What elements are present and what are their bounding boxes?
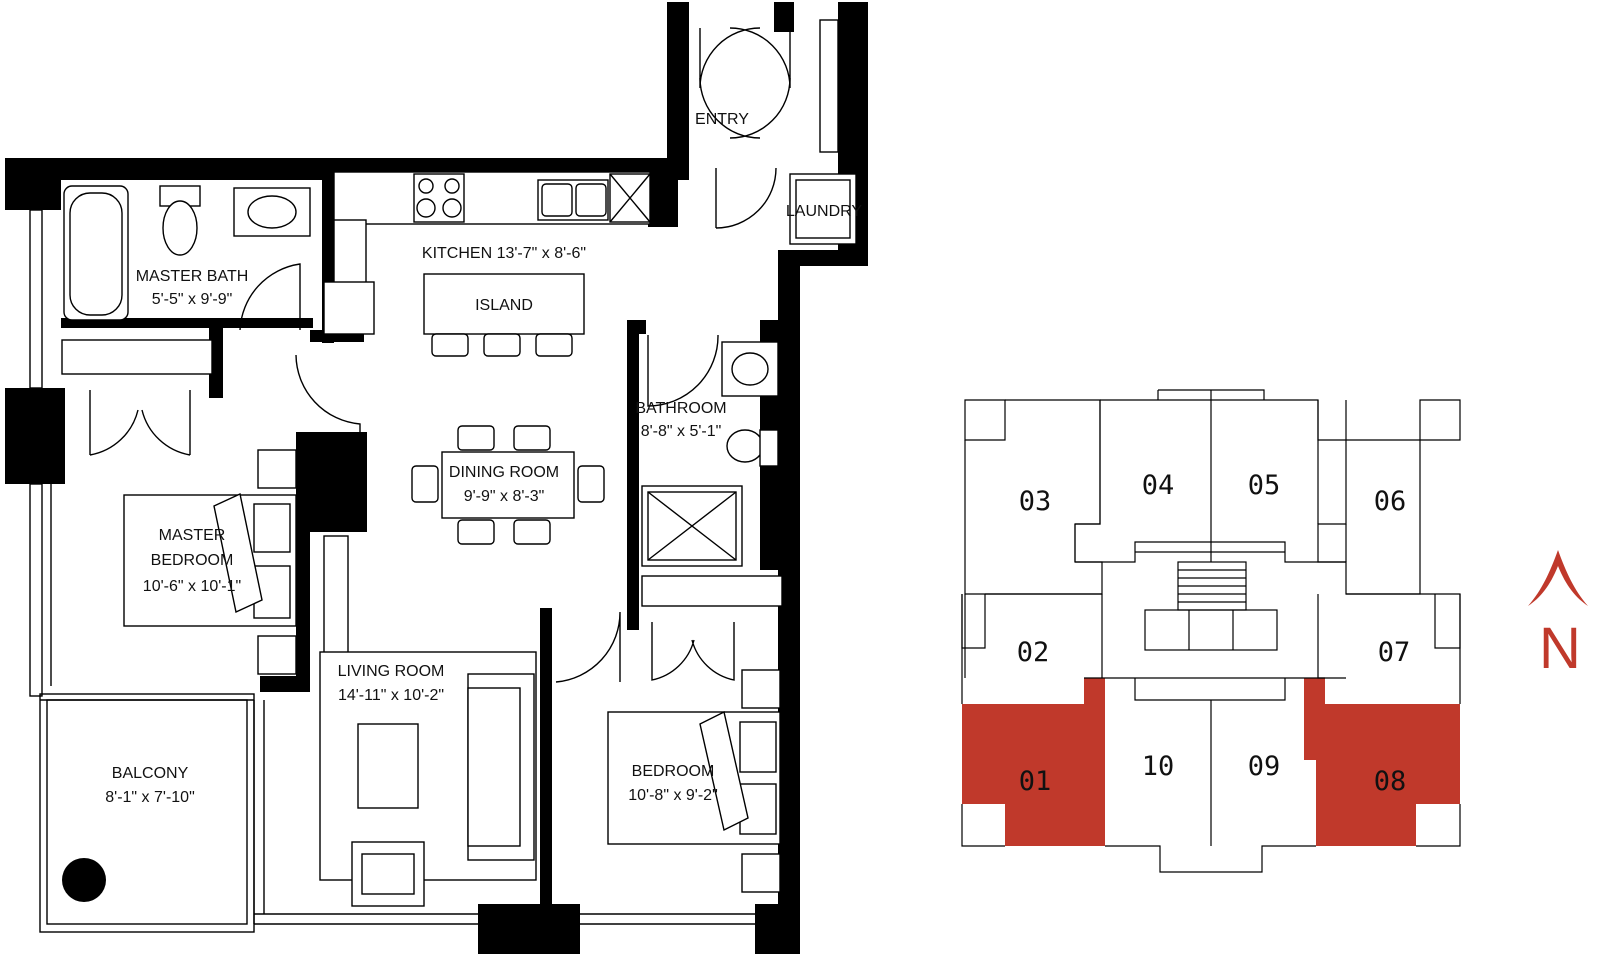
unit-floor-plan: ENTRY LAUNDRY KITCHEN 13'-7" x 8'-6" ISL…	[5, 2, 868, 956]
key-plan: 03 04 05 06 02 07 01 10 09 08	[961, 389, 1461, 873]
dims-bedroom: 10'-8" x 9'-2"	[628, 787, 718, 804]
bathroom-fixtures	[641, 341, 779, 567]
key-unit-01-highlight	[962, 678, 1105, 846]
label-balcony: BALCONY	[112, 765, 189, 782]
dims-living-room: 14'-11" x 10'-2"	[338, 687, 444, 704]
master-bed	[123, 449, 297, 675]
key-unit-10: 10	[1142, 751, 1175, 782]
label-bathroom: BATHROOM	[635, 400, 726, 417]
window-lines	[29, 19, 839, 933]
doors	[239, 27, 791, 683]
key-unit-07: 07	[1378, 637, 1411, 668]
key-unit-01: 01	[1019, 766, 1052, 797]
key-unit-08-highlight	[1304, 678, 1460, 846]
kitchen-fixtures	[323, 171, 651, 357]
key-unit-08: 08	[1374, 766, 1407, 797]
label-laundry: LAUNDRY	[786, 203, 863, 220]
dining-table	[411, 425, 605, 545]
label-master-bedroom-1: MASTER	[159, 527, 226, 544]
master-closet	[61, 339, 213, 456]
label-master-bedroom-2: BEDROOM	[151, 552, 234, 569]
key-plan-outline	[961, 389, 1461, 873]
key-unit-numbers: 03 04 05 06 02 07 01 10 09 08	[1017, 470, 1411, 797]
key-unit-05: 05	[1248, 470, 1281, 501]
key-unit-04: 04	[1142, 470, 1175, 501]
dims-master-bedroom: 10'-6" x 10'-1"	[143, 578, 241, 595]
label-island: ISLAND	[475, 297, 533, 314]
key-unit-06: 06	[1374, 486, 1407, 517]
master-bath-fixtures	[63, 185, 311, 321]
key-unit-03: 03	[1019, 486, 1052, 517]
balcony-planter-icon	[62, 858, 106, 902]
label-master-bath: MASTER BATH	[136, 268, 249, 285]
label-bedroom: BEDROOM	[632, 763, 715, 780]
north-arrow-icon	[1528, 550, 1588, 606]
dims-master-bath: 5'-5" x 9'-9"	[152, 291, 233, 308]
label-kitchen: KITCHEN 13'-7" x 8'-6"	[422, 245, 586, 262]
dims-bathroom: 8'-8" x 5'-1"	[641, 423, 722, 440]
label-entry: ENTRY	[695, 111, 749, 128]
dims-dining-room: 9'-9" x 8'-3"	[464, 488, 545, 505]
dims-balcony: 8'-1" x 7'-10"	[105, 789, 195, 806]
living-furniture	[319, 535, 537, 907]
laundry-fixture	[789, 173, 857, 245]
label-living-room: LIVING ROOM	[338, 663, 445, 680]
north-label: N	[1539, 616, 1581, 681]
key-unit-02: 02	[1017, 637, 1050, 668]
key-unit-09: 09	[1248, 751, 1281, 782]
label-dining-room: DINING ROOM	[449, 464, 559, 481]
bedroom-fixtures	[607, 575, 783, 893]
north-compass: N	[1528, 550, 1588, 681]
room-labels: ENTRY LAUNDRY KITCHEN 13'-7" x 8'-6" ISL…	[105, 111, 862, 806]
